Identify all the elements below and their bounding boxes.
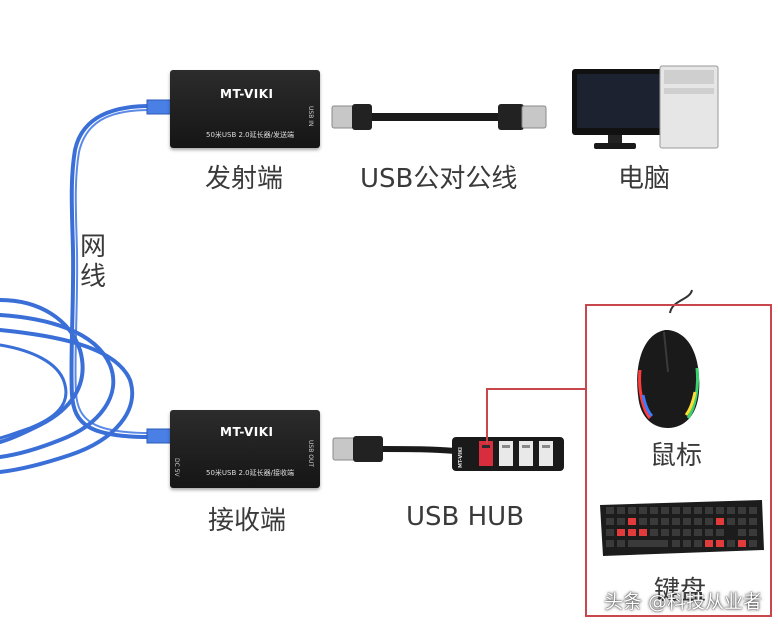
keyboard-label: 键盘 [654, 576, 707, 606]
receiver-port-label: USB OUT [307, 440, 314, 468]
network-cable [0, 104, 152, 474]
watermark: 头条 @科技从业者 [603, 591, 762, 613]
transmitter-label: 发射端 [205, 164, 284, 194]
usb-hub-cable [332, 436, 456, 462]
mouse-icon [637, 289, 700, 428]
transmitter-description: 50米USB 2.0延长器/发送端 [206, 131, 294, 139]
transmitter-brand: MT-VIKI [220, 87, 274, 101]
usb-hub-icon [452, 437, 564, 471]
hub-to-devices-connector [486, 388, 586, 444]
receiver-label: 接收端 [208, 506, 287, 536]
transmitter-port-label: USB IN [307, 106, 314, 127]
usb-cable-label: USB公对公线 [360, 164, 518, 194]
receiver-device: MT-VIKI 50米USB 2.0延长器/接收端 USB OUT DC 5V [170, 410, 320, 488]
keyboard-icon [600, 500, 764, 556]
network-cable-label: 网线 [79, 232, 106, 292]
usb-cable [331, 104, 547, 130]
devices-highlight-box [585, 304, 772, 617]
computer-label: 电脑 [618, 164, 671, 194]
rj45-plug-bottom [146, 428, 172, 444]
transmitter-device: MT-VIKI 50米USB 2.0延长器/发送端 USB IN [170, 70, 320, 148]
receiver-brand: MT-VIKI [220, 425, 274, 439]
mouse-label: 鼠标 [650, 441, 703, 471]
hub-brand: MT-VIKI [458, 447, 464, 468]
rj45-plug-top [146, 99, 172, 115]
receiver-dc-label: DC 5V [173, 458, 180, 477]
receiver-description: 50米USB 2.0延长器/接收端 [206, 469, 294, 477]
computer-icon [572, 65, 719, 149]
usb-hub-label: USB HUB [406, 502, 525, 532]
